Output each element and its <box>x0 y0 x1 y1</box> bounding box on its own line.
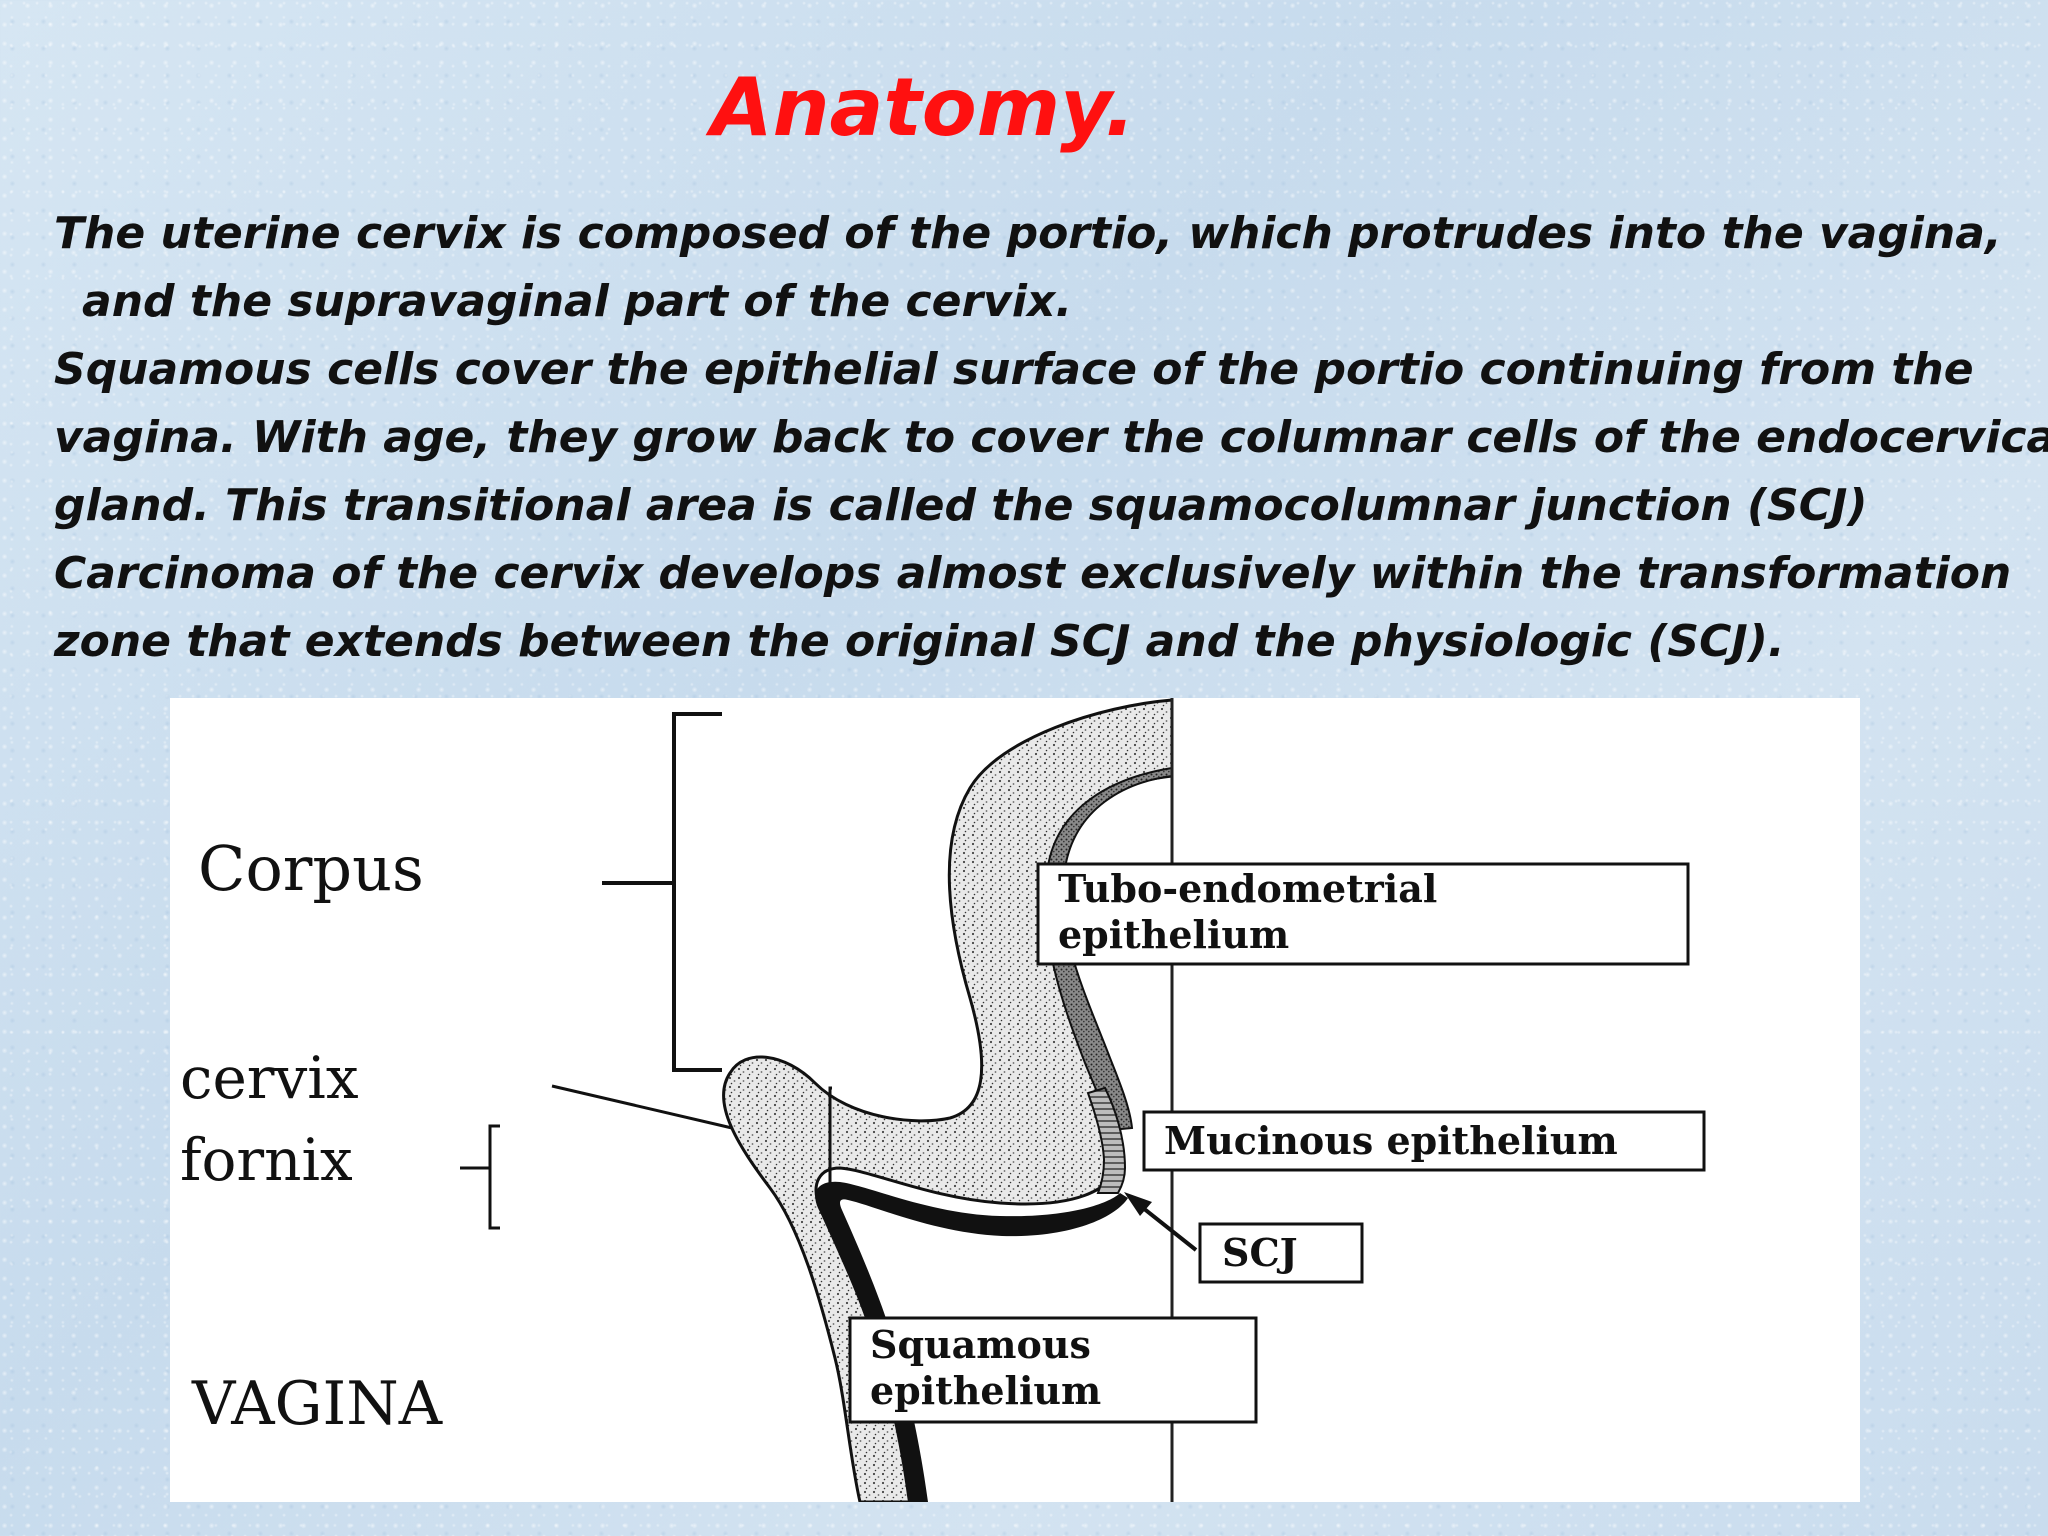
slide-body-text: The uterine cervix is composed of the po… <box>54 200 2048 676</box>
body-line: gland. This transitional area is called … <box>54 480 1868 531</box>
corpus-label: Corpus <box>198 832 424 905</box>
scj-box <box>1198 1222 1364 1284</box>
scj-label: SCJ <box>1222 1230 1298 1275</box>
squamous-epithelium-box <box>848 1316 1258 1424</box>
squamous-epithelium-label-line2: epithelium <box>870 1368 1101 1413</box>
cervix-bracket <box>828 1086 840 1205</box>
mucinous-epithelium-label: Mucinous epithelium <box>1164 1118 1618 1163</box>
vagina-label: VAGINA <box>191 1369 443 1439</box>
cervix-leader-line <box>551 1084 733 1130</box>
cervix-label: cervix <box>180 1044 359 1112</box>
tubo-endometrial-label-line1: Tubo-endometrial <box>1058 866 1437 911</box>
scj-arrow-head <box>1124 1192 1152 1216</box>
slide-title: Anatomy. <box>710 61 1136 154</box>
fornix-label: fornix <box>180 1126 353 1194</box>
cervix-anatomy-diagram: Corpus cervix fornix VAGINA Tubo-endomet… <box>170 698 1860 1502</box>
body-line: Carcinoma of the cervix develops almost … <box>54 548 2012 599</box>
tubo-endometrial-box <box>1036 862 1690 966</box>
body-line: and the supravaginal part of the cervix. <box>82 276 1073 327</box>
body-line: Squamous cells cover the epithelial surf… <box>54 344 1974 395</box>
body-line: zone that extends between the original S… <box>54 616 1785 667</box>
diagram-canvas: Corpus cervix fornix VAGINA Tubo-endomet… <box>180 698 1706 1502</box>
fornix-bracket <box>488 1124 500 1230</box>
mucinous-lining <box>1086 1086 1127 1194</box>
mucinous-epithelium-box <box>1142 1110 1706 1172</box>
squamous-epithelium-label-line1: Squamous <box>870 1322 1091 1367</box>
scj-arrow-line <box>1136 1202 1198 1252</box>
corpus-bracket <box>672 712 722 1072</box>
body-line: The uterine cervix is composed of the po… <box>54 208 2002 259</box>
tubo-endometrial-label-line2: epithelium <box>1058 912 1289 957</box>
body-line: vagina. With age, they grow back to cove… <box>54 412 2048 463</box>
